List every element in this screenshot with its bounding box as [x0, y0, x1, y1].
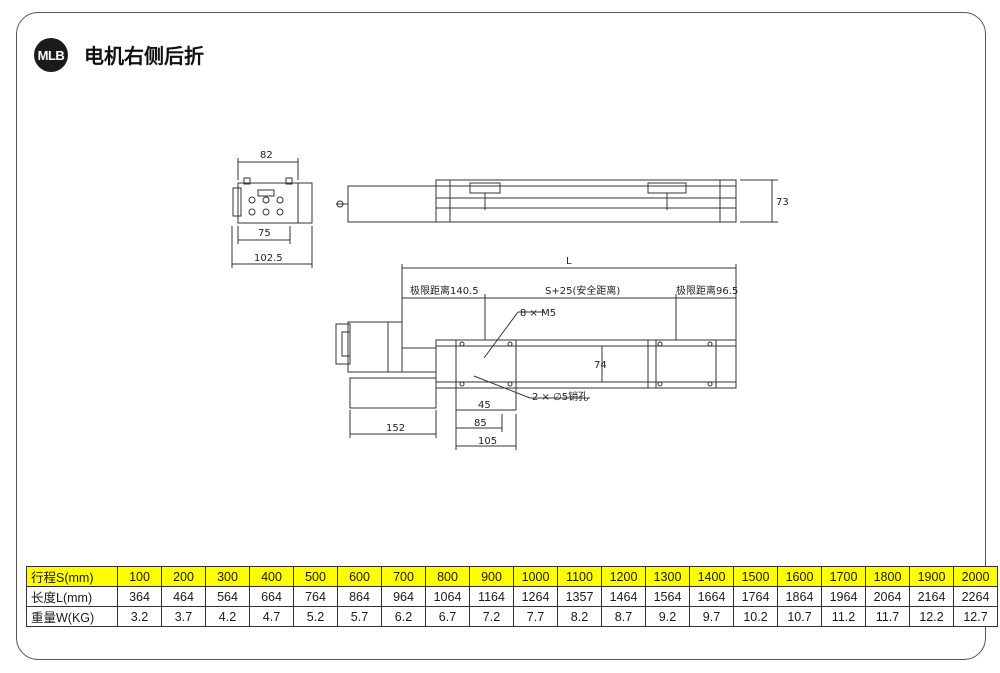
front-view: [335, 264, 737, 450]
dim-limit-left: 极限距离140.5: [410, 284, 479, 297]
table-cell: 400: [249, 566, 294, 587]
table-cell: 8.7: [601, 606, 646, 627]
table-cell: 6.2: [381, 606, 426, 627]
table-cell: 12.7: [953, 606, 998, 627]
table-cell: 2264: [953, 586, 998, 607]
table-cell: 564: [205, 586, 250, 607]
table-cell: 7.7: [513, 606, 558, 627]
table-cell: 1200: [601, 566, 646, 587]
table-cell: 11.7: [865, 606, 910, 627]
table-cell: 2064: [865, 586, 910, 607]
table-cell: 1664: [689, 586, 734, 607]
table-cell: 200: [161, 566, 206, 587]
table-cell: 764: [293, 586, 338, 607]
table-cell: 4.2: [205, 606, 250, 627]
table-cell: 1500: [733, 566, 778, 587]
table-cell: 10.2: [733, 606, 778, 627]
end-view: [231, 158, 313, 268]
table-cell: 100: [117, 566, 162, 587]
dim-stroke-safe: S+25(安全距离): [545, 284, 620, 297]
table-cell: 800: [425, 566, 470, 587]
table-cell: 1900: [909, 566, 954, 587]
dim-75: 75: [258, 228, 271, 239]
table-cell: 1000: [513, 566, 558, 587]
table-cell: 1264: [513, 586, 558, 607]
dim-74: 74: [594, 360, 607, 371]
dim-82: 82: [260, 150, 273, 161]
dim-pin-holes: 2 × ∅5销孔: [532, 390, 588, 403]
dim-85: 85: [474, 418, 487, 429]
row-label: 行程S(mm): [26, 566, 118, 587]
table-cell: 1064: [425, 586, 470, 607]
table-cell: 1764: [733, 586, 778, 607]
dimension-labels: 82 75 102.5 73 L 极限距离140.5 S+25(安全距离) 极限…: [254, 150, 789, 447]
dim-m5-holes: 8 × M5: [520, 308, 556, 319]
table-cell: 1300: [645, 566, 690, 587]
table-cell: 964: [381, 586, 426, 607]
page-frame: [16, 12, 986, 660]
dim-152: 152: [386, 423, 405, 434]
table-cell: 2164: [909, 586, 954, 607]
table-cell: 5.7: [337, 606, 382, 627]
dim-73: 73: [776, 197, 789, 208]
row-label: 长度L(mm): [26, 586, 118, 607]
table-cell: 1964: [821, 586, 866, 607]
table-cell: 900: [469, 566, 514, 587]
technical-drawing: 82 75 102.5 73 L 极限距离140.5 S+25(安全距离) 极限…: [231, 150, 789, 450]
table-cell: 4.7: [249, 606, 294, 627]
table-cell: 10.7: [777, 606, 822, 627]
table-cell: 1400: [689, 566, 734, 587]
table-cell: 11.2: [821, 606, 866, 627]
dim-102-5: 102.5: [254, 253, 283, 264]
table-cell: 1700: [821, 566, 866, 587]
table-cell: 864: [337, 586, 382, 607]
dim-105: 105: [478, 436, 497, 447]
table-cell: 600: [337, 566, 382, 587]
table-cell: 1864: [777, 586, 822, 607]
table-cell: 364: [117, 586, 162, 607]
table-cell: 9.2: [645, 606, 690, 627]
table-cell: 1100: [557, 566, 602, 587]
table-cell: 1600: [777, 566, 822, 587]
table-cell: 9.7: [689, 606, 734, 627]
page-title: 电机右侧后折: [84, 44, 204, 68]
table-cell: 464: [161, 586, 206, 607]
top-view: [336, 179, 778, 223]
table-cell: 1800: [865, 566, 910, 587]
table-cell: 6.7: [425, 606, 470, 627]
table-cell: 2000: [953, 566, 998, 587]
table-cell: 1464: [601, 586, 646, 607]
table-cell: 500: [293, 566, 338, 587]
dim-45: 45: [478, 400, 491, 411]
table-cell: 1164: [469, 586, 514, 607]
table-cell: 5.2: [293, 606, 338, 627]
table-cell: 1564: [645, 586, 690, 607]
table-cell: 300: [205, 566, 250, 587]
table-cell: 3.2: [117, 606, 162, 627]
table-cell: 700: [381, 566, 426, 587]
table-cell: 8.2: [557, 606, 602, 627]
table-cell: 1357: [557, 586, 602, 607]
dim-L: L: [566, 256, 572, 267]
table-cell: 7.2: [469, 606, 514, 627]
table-cell: 3.7: [161, 606, 206, 627]
table-cell: 12.2: [909, 606, 954, 627]
dim-limit-right: 极限距离96.5: [676, 284, 738, 297]
row-label: 重量W(KG): [26, 606, 118, 627]
series-badge: MLB: [34, 38, 68, 72]
table-cell: 664: [249, 586, 294, 607]
